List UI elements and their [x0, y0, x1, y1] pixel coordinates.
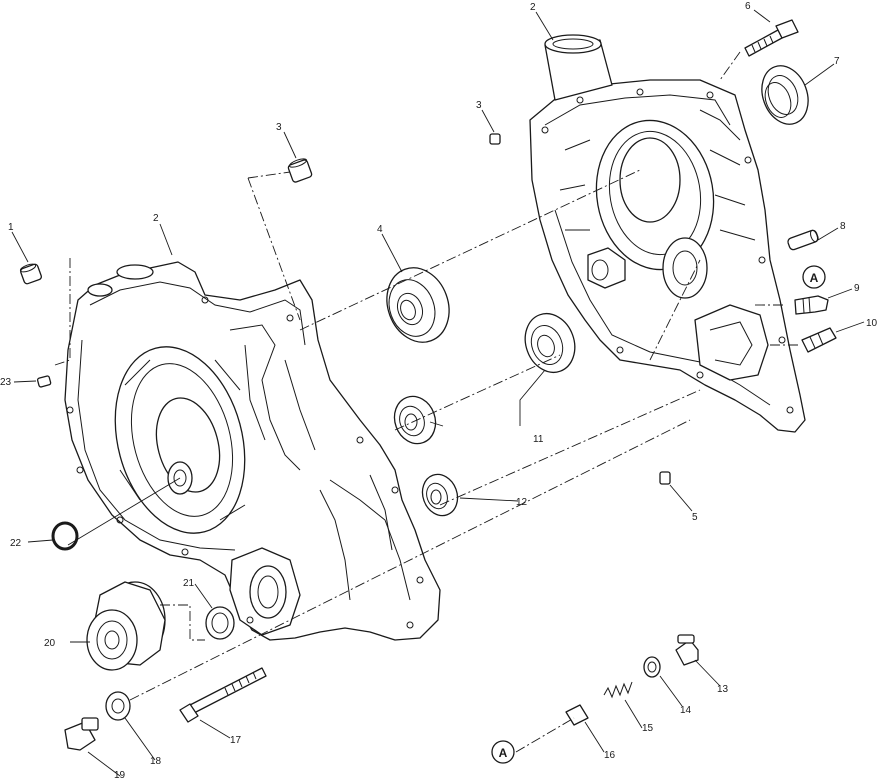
- callout-14: 14: [680, 705, 692, 716]
- callout-20: 20: [44, 638, 56, 649]
- callout-15: 15: [642, 723, 654, 734]
- bearing-12: [421, 473, 459, 517]
- washer-18: [105, 691, 131, 721]
- callout-19: 19: [114, 770, 126, 779]
- left-crankcase-half: [64, 261, 441, 641]
- oil-seal-7: [761, 65, 809, 125]
- callout-18: 18: [150, 756, 162, 767]
- callout-5-lower: 5: [692, 512, 698, 523]
- callout-11: 11: [533, 434, 544, 445]
- callout-10: 10: [866, 318, 878, 329]
- pin-5-upper: [489, 133, 501, 145]
- callout-16: 16: [604, 750, 616, 761]
- callout-12: 12: [516, 497, 528, 508]
- callout-7: 7: [834, 56, 840, 67]
- callout-13: 13: [717, 684, 729, 695]
- dowel-pin-3: [287, 158, 313, 183]
- bolt-6: [744, 19, 799, 57]
- pin-5-lower: [659, 471, 671, 485]
- callout-8: 8: [840, 221, 846, 232]
- bearing-small: [393, 395, 437, 445]
- case-bolt-holes-left: [66, 296, 424, 629]
- fitting-10: [801, 327, 837, 353]
- dowel-pin-8: [787, 229, 819, 251]
- spring-15: [603, 681, 633, 699]
- callout-2-right: 2: [530, 2, 536, 13]
- reference-mark-a-right: A: [802, 265, 826, 289]
- callout-3-right: 3: [476, 100, 482, 111]
- callout-1: 1: [8, 222, 14, 233]
- seal-21: [205, 606, 235, 640]
- pulley-20: [86, 581, 166, 671]
- drain-plug-19: [64, 717, 99, 751]
- callout-4: 4: [377, 224, 383, 235]
- callout-6: 6: [745, 1, 751, 12]
- right-crankcase-half: [529, 79, 806, 433]
- reference-mark-a-bottom-label: A: [499, 746, 508, 760]
- bolt-17: [179, 667, 267, 723]
- callout-17: 17: [230, 735, 242, 746]
- plunger-16: [565, 704, 589, 726]
- reference-mark-a-bottom: A: [491, 740, 515, 764]
- bearing-4: [386, 267, 450, 343]
- plug-13: [675, 634, 699, 666]
- leader-lines: [11, 9, 865, 777]
- callout-22: 22: [10, 538, 22, 549]
- callout-3-left: 3: [276, 122, 282, 133]
- bearing-11: [524, 312, 576, 374]
- washer-14: [643, 656, 661, 678]
- fitting-9: [794, 295, 829, 315]
- callout-9: 9: [854, 283, 860, 294]
- callout-21: 21: [183, 578, 195, 589]
- reference-mark-a-right-label: A: [810, 271, 819, 285]
- case-bolt-holes-right: [541, 88, 794, 414]
- callout-2-left: 2: [153, 213, 159, 224]
- callout-23: 23: [0, 377, 12, 388]
- breather-neck: [544, 34, 613, 101]
- o-ring-22: [51, 521, 79, 551]
- pin-23: [36, 375, 52, 388]
- assembly-lines: [54, 51, 800, 753]
- dowel-pin-1: [19, 263, 42, 285]
